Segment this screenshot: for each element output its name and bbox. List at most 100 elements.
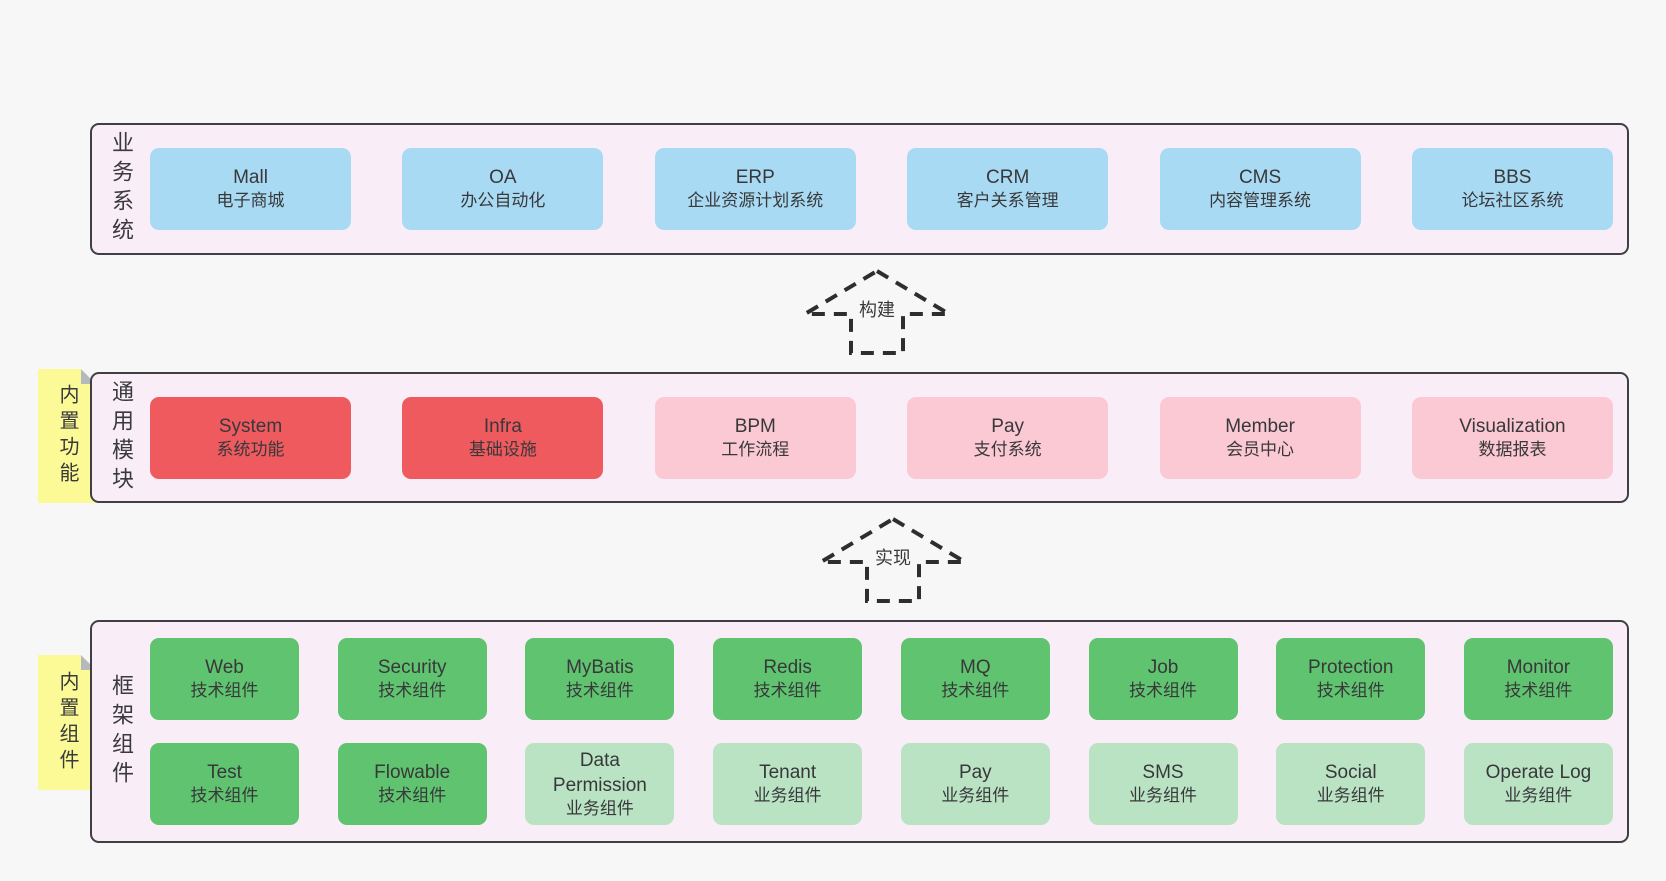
node-visualization: Visualization 数据报表 — [1411, 396, 1613, 479]
node-title: System — [218, 415, 283, 437]
node-test: Test 技术组件 — [150, 743, 299, 825]
node-bpm: BPM 工作流程 — [654, 396, 856, 479]
node-operate-log: Operate Log 业务组件 — [1463, 743, 1613, 825]
arrow-label: 构建 — [854, 294, 900, 324]
sticky-note-builtin-components: 内置组件 — [38, 655, 96, 790]
node-title: CMS — [1238, 167, 1282, 189]
node-title: SMS — [1142, 762, 1184, 784]
node-member: Member 会员中心 — [1159, 396, 1361, 479]
node-subtitle: 技术组件 — [190, 786, 259, 806]
node-title: MyBatis — [566, 657, 634, 679]
node-subtitle: 会员中心 — [1226, 439, 1295, 459]
business-systems-row: Mall 电子商城 OA 办公自动化 ERP 企业资源计划系统 CRM 客户关系… — [150, 125, 1627, 253]
node-title: Protection — [1307, 657, 1394, 679]
node-title: Social — [1324, 762, 1377, 784]
node-subtitle: 业务组件 — [565, 798, 634, 818]
node-subtitle: 技术组件 — [1504, 681, 1573, 701]
arrow-label: 实现 — [870, 542, 916, 572]
section-title-text: 业务系统 — [109, 131, 134, 247]
common-modules-row: System 系统功能 Infra 基础设施 BPM 工作流程 Pay 支付系统… — [150, 374, 1627, 501]
node-title: Member — [1225, 415, 1295, 437]
node-subtitle: 技术组件 — [565, 681, 634, 701]
node-subtitle: 数据报表 — [1478, 439, 1547, 459]
node-pay: Pay 支付系统 — [907, 396, 1109, 479]
node-subtitle: 企业资源计划系统 — [687, 191, 824, 211]
node-title: Visualization — [1459, 415, 1566, 437]
node-crm: CRM 客户关系管理 — [907, 148, 1109, 230]
sticky-note-builtin-features: 内置功能 — [38, 369, 96, 503]
node-title: Pay — [991, 415, 1025, 437]
framework-row-1: Web 技术组件 Security 技术组件 MyBatis 技术组件 Redi… — [150, 638, 1613, 720]
node-subtitle: 业务组件 — [941, 786, 1010, 806]
node-mybatis: MyBatis 技术组件 — [525, 638, 675, 720]
section-common-modules: 通用模块 System 系统功能 Infra 基础设施 BPM 工作流程 Pay… — [90, 372, 1629, 503]
node-monitor: Monitor 技术组件 — [1463, 638, 1613, 720]
node-title: Web — [205, 657, 244, 679]
node-title: Security — [377, 657, 447, 679]
node-redis: Redis 技术组件 — [713, 638, 863, 720]
framework-row-2: Test 技术组件 Flowable 技术组件 Data Permission … — [150, 743, 1613, 825]
node-title: Mall — [233, 167, 268, 189]
node-subtitle: 支付系统 — [973, 439, 1042, 459]
arrow-build: 构建 — [802, 268, 952, 356]
node-oa: OA 办公自动化 — [402, 148, 604, 230]
node-subtitle: 工作流程 — [721, 439, 790, 459]
sticky-note-label: 内置功能 — [56, 384, 78, 488]
section-title-text: 通用模块 — [109, 379, 134, 496]
node-title: Operate Log — [1485, 762, 1592, 784]
node-mall: Mall 电子商城 — [150, 148, 351, 230]
node-mq: MQ 技术组件 — [900, 638, 1050, 720]
sticky-note-label: 内置组件 — [56, 670, 78, 775]
node-job: Job 技术组件 — [1088, 638, 1238, 720]
node-subtitle: 技术组件 — [941, 681, 1010, 701]
node-title: Data Permission — [552, 749, 647, 796]
node-subtitle: 业务组件 — [1316, 786, 1385, 806]
section-title-framework-components: 框架组件 — [92, 622, 150, 841]
dashed-up-arrow-icon — [802, 268, 952, 355]
node-subtitle: 技术组件 — [378, 786, 447, 806]
node-infra: Infra 基础设施 — [402, 396, 604, 479]
node-web: Web 技术组件 — [150, 638, 299, 720]
node-flowable: Flowable 技术组件 — [337, 743, 487, 825]
arrow-implement: 实现 — [818, 516, 968, 604]
node-subtitle: 办公自动化 — [460, 191, 546, 211]
node-subtitle: 基础设施 — [468, 439, 537, 459]
node-subtitle: 电子商城 — [216, 191, 285, 211]
node-sms: SMS 业务组件 — [1088, 743, 1238, 825]
node-title: MQ — [960, 657, 991, 679]
node-subtitle: 技术组件 — [753, 681, 822, 701]
section-title-text: 框架组件 — [109, 673, 134, 790]
node-subtitle: 技术组件 — [1316, 681, 1385, 701]
node-security: Security 技术组件 — [337, 638, 487, 720]
section-business-systems: 业务系统 Mall 电子商城 OA 办公自动化 ERP 企业资源计划系统 CRM… — [90, 123, 1629, 255]
section-framework-components: 框架组件 Web 技术组件 Security 技术组件 MyBatis 技术组件… — [90, 620, 1629, 843]
node-data-permission: Data Permission 业务组件 — [525, 743, 675, 825]
node-tenant: Tenant 业务组件 — [713, 743, 863, 825]
node-bbs: BBS 论坛社区系统 — [1411, 148, 1613, 230]
dashed-up-arrow-icon — [818, 516, 968, 603]
node-subtitle: 业务组件 — [1129, 786, 1198, 806]
node-erp: ERP 企业资源计划系统 — [654, 148, 856, 230]
node-title: Test — [207, 762, 242, 784]
node-subtitle: 技术组件 — [190, 681, 259, 701]
node-subtitle: 技术组件 — [1129, 681, 1198, 701]
node-title: BPM — [734, 415, 776, 437]
node-title: Flowable — [374, 762, 451, 784]
framework-components-rows: Web 技术组件 Security 技术组件 MyBatis 技术组件 Redi… — [150, 622, 1627, 841]
node-title: BBS — [1493, 167, 1532, 189]
node-title: OA — [489, 167, 517, 189]
section-title-business-systems: 业务系统 — [92, 125, 150, 253]
node-subtitle: 内容管理系统 — [1209, 191, 1312, 211]
node-title: Redis — [763, 657, 812, 679]
node-subtitle: 系统功能 — [216, 439, 285, 459]
node-title: Tenant — [759, 762, 817, 784]
node-system: System 系统功能 — [150, 396, 351, 479]
node-subtitle: 业务组件 — [753, 786, 822, 806]
node-subtitle: 技术组件 — [378, 681, 447, 701]
node-title: Infra — [483, 415, 522, 437]
node-title: Monitor — [1506, 657, 1571, 679]
node-pay-business: Pay 业务组件 — [900, 743, 1050, 825]
node-title: ERP — [735, 167, 775, 189]
node-subtitle: 论坛社区系统 — [1461, 191, 1564, 211]
node-cms: CMS 内容管理系统 — [1159, 148, 1361, 230]
